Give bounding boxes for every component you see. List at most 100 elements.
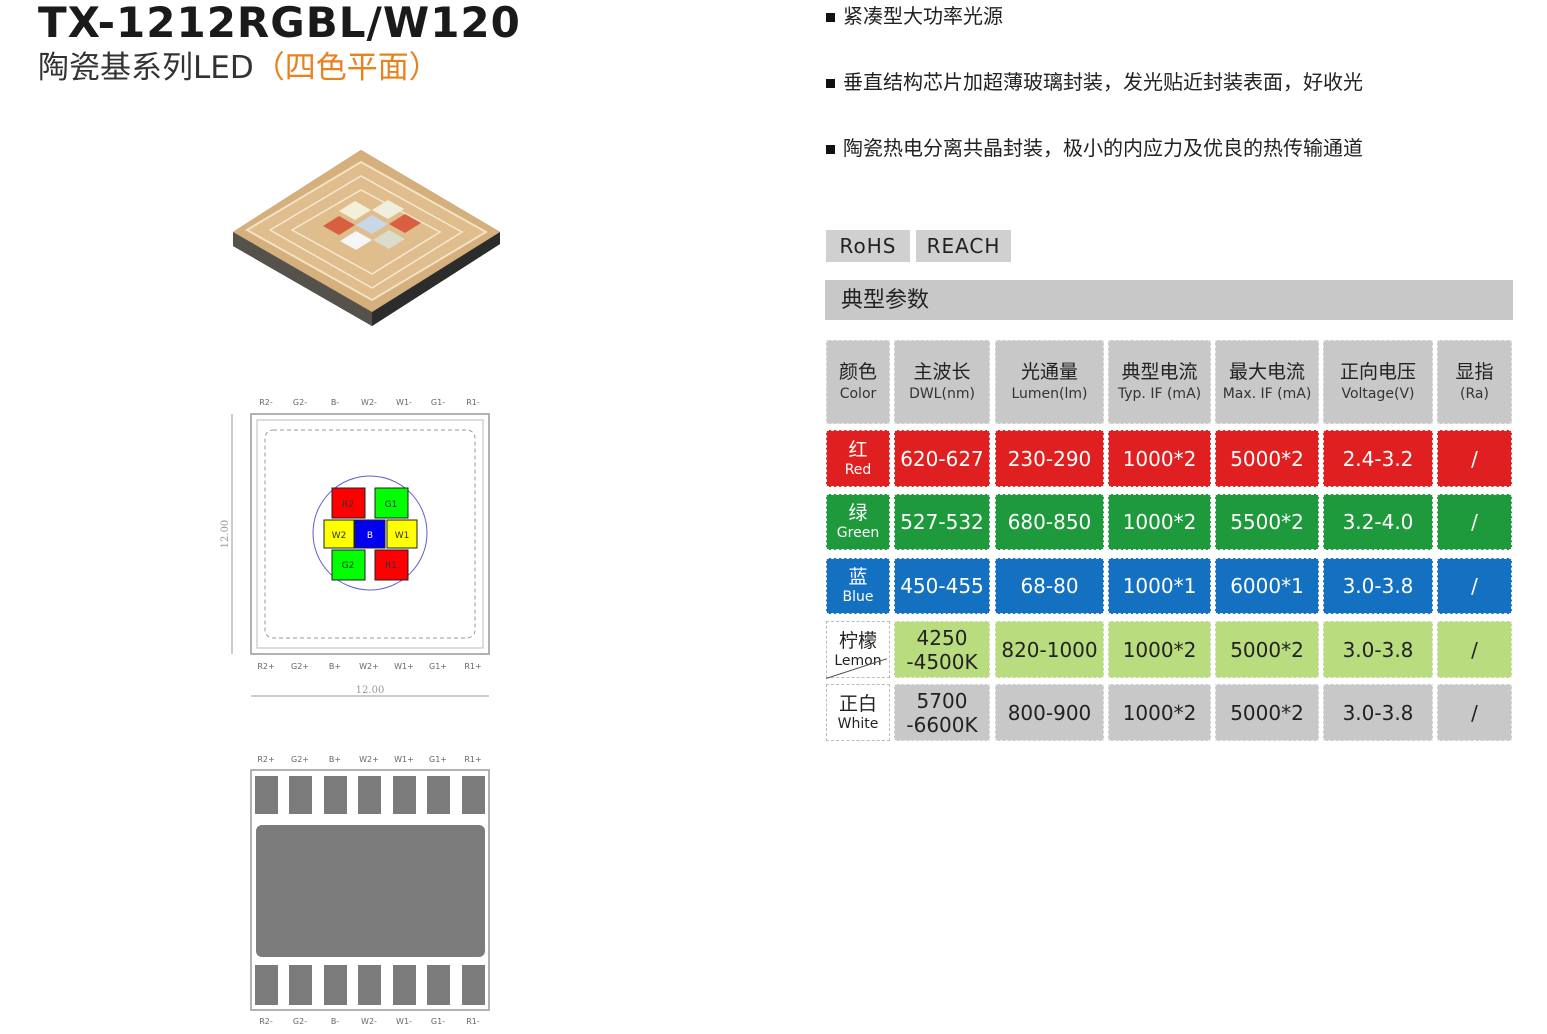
feature-text: 陶瓷热电分离共晶封装，极小的内应力及优良的热传输通道 [843,136,1363,160]
footprint-pad [427,965,450,1005]
table-data-cell: / [1437,621,1512,678]
footprint-pad [462,776,485,814]
row-name-en: Green [836,525,880,541]
pin-label: R1- [466,398,480,407]
pin-label: B+ [329,662,341,671]
header-zh: 主波长 [913,361,971,383]
header-en: DWL(nm) [909,386,975,402]
pin-label: R1- [466,1017,480,1026]
package-outline [250,413,490,655]
chip-label: W1 [395,531,410,541]
table-data-cell: / [1437,430,1512,487]
footprint-pad [255,965,278,1005]
cell-value: / [1471,637,1478,662]
pin-label: R1+ [464,755,481,764]
table-data-cell: 230-290 [995,430,1104,487]
cell-value: 820-1000 [1001,637,1098,662]
cell-value: 1000*2 [1122,446,1197,471]
header-en: Lumen(lm) [1011,386,1088,402]
table-data-cell: 820-1000 [995,621,1104,678]
product-model: TX-1212RGBL/W120 [38,0,521,47]
cell-value: 5500*2 [1230,510,1304,534]
table-data-cell: 1000*2 [1108,684,1211,741]
cell-value: 2.4-3.2 [1342,446,1414,471]
chip-label: R2 [342,500,354,510]
feature-text: 垂直结构芯片加超薄玻璃封装，发光贴近封装表面，好收光 [843,70,1363,94]
row-name-en: White [837,715,879,732]
header-zh: 光通量 [1020,361,1078,383]
package-inner-outline [256,419,484,649]
cell-value: 4250 -4500K [906,625,978,674]
cert-badge-reach: REACH [916,230,1011,262]
bullet-icon [826,145,835,154]
emitter-circle [312,475,428,591]
cell-value: 5000*2 [1230,637,1304,662]
pin-label: W1+ [394,755,414,764]
cell-value: 3.0-3.8 [1342,700,1414,725]
cell-value: / [1471,574,1478,598]
cell-value: 1000*2 [1122,637,1197,662]
header-zh: 典型电流 [1121,361,1198,383]
table-data-cell: 6000*1 [1215,558,1319,614]
pin-label: W2- [361,398,377,407]
table-header-cell: 光通量 Lumen(lm) [995,340,1104,424]
chip-label: R1 [385,561,397,571]
pin-label: W2+ [359,662,379,671]
cell-value: / [1471,700,1478,725]
cell-value: 450-455 [900,574,984,598]
dimension-label-vertical: 12.00 [220,520,231,549]
chip-g2 [331,549,366,581]
row-name-en: Red [844,461,872,478]
table-data-cell: 1000*1 [1108,558,1211,614]
pin-labels-bottom: R2+G2+B+W2+W1+G1+R1+ [257,662,481,671]
table-header-cell: 显指(Ra) [1437,340,1512,424]
pin-label: B+ [329,755,341,764]
table-data-cell: 3.0-3.8 [1323,621,1433,678]
cell-value: 6000*1 [1230,574,1304,598]
cell-value: 3.0-3.8 [1342,637,1414,662]
table-data-cell: 620-627 [894,430,990,487]
feature-item: 紧凑型大功率光源 [826,2,1003,30]
footprint-pad [289,776,312,814]
header-zh: 颜色 [838,361,877,383]
pin-label: G2- [293,1017,307,1026]
pin-label: G1+ [429,662,447,671]
chip-r2 [331,487,366,519]
cell-value: 3.0-3.8 [1342,574,1414,598]
table-data-cell: / [1437,558,1512,614]
table-data-cell: 5500*2 [1215,494,1319,550]
dimension-label-horizontal: 12.00 [356,685,385,696]
cell-value: 68-80 [1020,574,1079,598]
pin-label: W1+ [394,662,414,671]
pin-label: R2- [259,1017,273,1026]
table-data-cell: 3.0-3.8 [1323,684,1433,741]
table-data-cell: 68-80 [995,558,1104,614]
pin-labels-top: R2-G2-B-W2-W1-G1-R1- [259,398,480,407]
chip-label: B [367,531,373,541]
table-data-cell: 5000*2 [1215,430,1319,487]
cell-value: / [1471,446,1478,471]
header-zh: 显指 [1455,361,1494,383]
pin-label: W2- [361,1017,377,1026]
table-data-cell: 5000*2 [1215,621,1319,678]
footprint-pad [427,776,450,814]
pin-label: B- [331,398,339,407]
series-main: 陶瓷基系列LED [38,50,254,86]
table-header-cell: 主波长 DWL(nm) [894,340,990,424]
pin-label: G2+ [291,662,309,671]
thermal-pad [256,825,485,957]
cell-value: 1000*1 [1122,574,1197,598]
chip-b [354,519,386,549]
cell-value: 620-627 [900,446,984,471]
cell-value: 1000*2 [1122,700,1197,725]
pin-label: G1+ [429,755,447,764]
footprint-pad [255,776,278,814]
pin-label: R2+ [257,755,274,764]
cell-value: 230-290 [1007,446,1092,471]
table-data-cell: 2.4-3.2 [1323,430,1433,487]
params-title: 典型参数 [825,280,1513,320]
